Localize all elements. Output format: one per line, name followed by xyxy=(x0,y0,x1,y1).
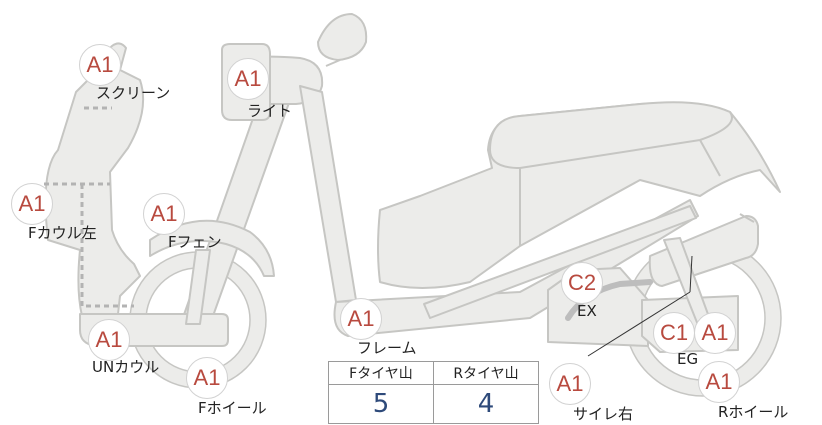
silencer-right-label: サイレ右 xyxy=(573,405,634,423)
light-label: ライト xyxy=(247,102,293,120)
f-fender-damage-badge: A1 xyxy=(143,193,185,235)
eg-label: EG xyxy=(677,350,699,368)
frame-damage-badge: A1 xyxy=(340,298,382,340)
front-tire-header: Fタイヤ山 xyxy=(328,361,434,385)
ex-damage-badge: C2 xyxy=(561,262,603,304)
silencer-leader-line xyxy=(587,291,691,357)
f-wheel-damage-badge: A1 xyxy=(186,357,228,399)
un-cowl-damage-badge: A1 xyxy=(88,319,130,361)
front-tire-value: 5 xyxy=(328,384,434,424)
front-fender-shape xyxy=(149,219,275,277)
screen-damage-badge: A1 xyxy=(79,44,121,86)
screen-label: スクリーン xyxy=(96,84,171,102)
lower-frame-shape xyxy=(299,85,357,303)
r-wheel-damage-badge: A1 xyxy=(698,361,740,403)
tire-tread-table: Fタイヤ山 Rタイヤ山 5 4 xyxy=(328,361,539,424)
silencer-right-damage-badge: A1 xyxy=(549,363,591,405)
un-cowl-label: UNカウル xyxy=(92,358,160,376)
ex-label: EX xyxy=(577,302,597,320)
frame-shape xyxy=(333,199,699,337)
tire-table-header-row: Fタイヤ山 Rタイヤ山 xyxy=(328,361,539,385)
f-fender-label: Fフェン xyxy=(168,233,222,251)
light-damage-badge: A1 xyxy=(227,58,269,100)
f-cowl-left-damage-badge: A1 xyxy=(11,183,53,225)
eg-a1-damage-badge: A1 xyxy=(694,312,736,354)
f-cowl-left-label: Fカウル左 xyxy=(28,224,97,242)
frame-label: フレーム xyxy=(357,339,417,357)
rear-tire-value: 4 xyxy=(433,384,539,424)
tire-table-value-row: 5 4 xyxy=(328,384,539,424)
r-wheel-label: Rホイール xyxy=(718,403,789,421)
rear-tire-header: Rタイヤ山 xyxy=(433,361,539,385)
mirror-shape xyxy=(317,13,368,61)
eg-c1-damage-badge: C1 xyxy=(653,312,695,354)
f-wheel-label: Fホイール xyxy=(198,399,267,417)
